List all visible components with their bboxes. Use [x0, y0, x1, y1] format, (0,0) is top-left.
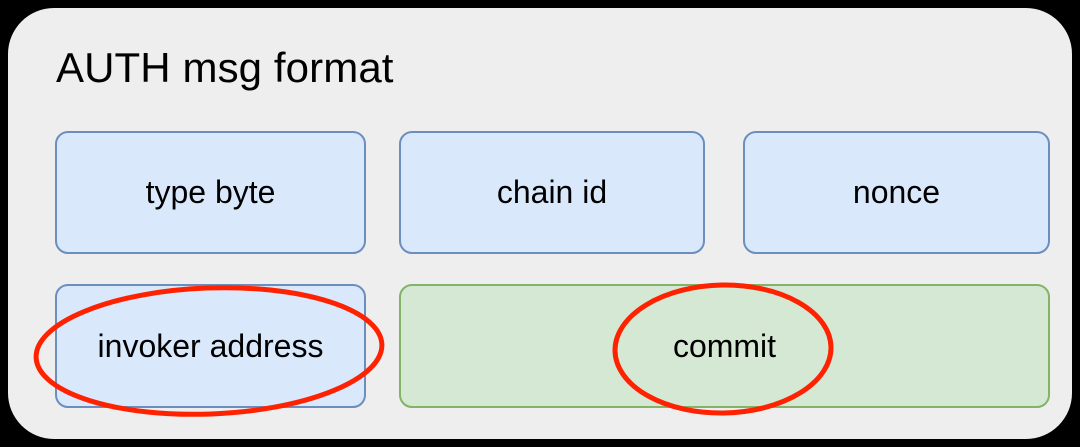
- field-label-type-byte: type byte: [145, 174, 276, 210]
- field-label-invoker-address: invoker address: [97, 327, 324, 364]
- page-title: AUTH msg format: [56, 44, 394, 91]
- field-box-type-byte[interactable]: type byte: [55, 131, 366, 254]
- field-label-chain-id: chain id: [496, 174, 608, 210]
- field-box-chain-id[interactable]: chain id: [399, 131, 705, 254]
- field-box-commit[interactable]: commit: [399, 284, 1050, 408]
- field-box-nonce[interactable]: nonce: [743, 131, 1050, 254]
- field-box-invoker-address[interactable]: invoker address: [55, 284, 366, 408]
- field-label-nonce: nonce: [852, 174, 941, 210]
- auth-msg-format-panel: AUTH msg format type byte chain id nonce…: [8, 8, 1072, 439]
- field-label-commit: commit: [672, 327, 777, 364]
